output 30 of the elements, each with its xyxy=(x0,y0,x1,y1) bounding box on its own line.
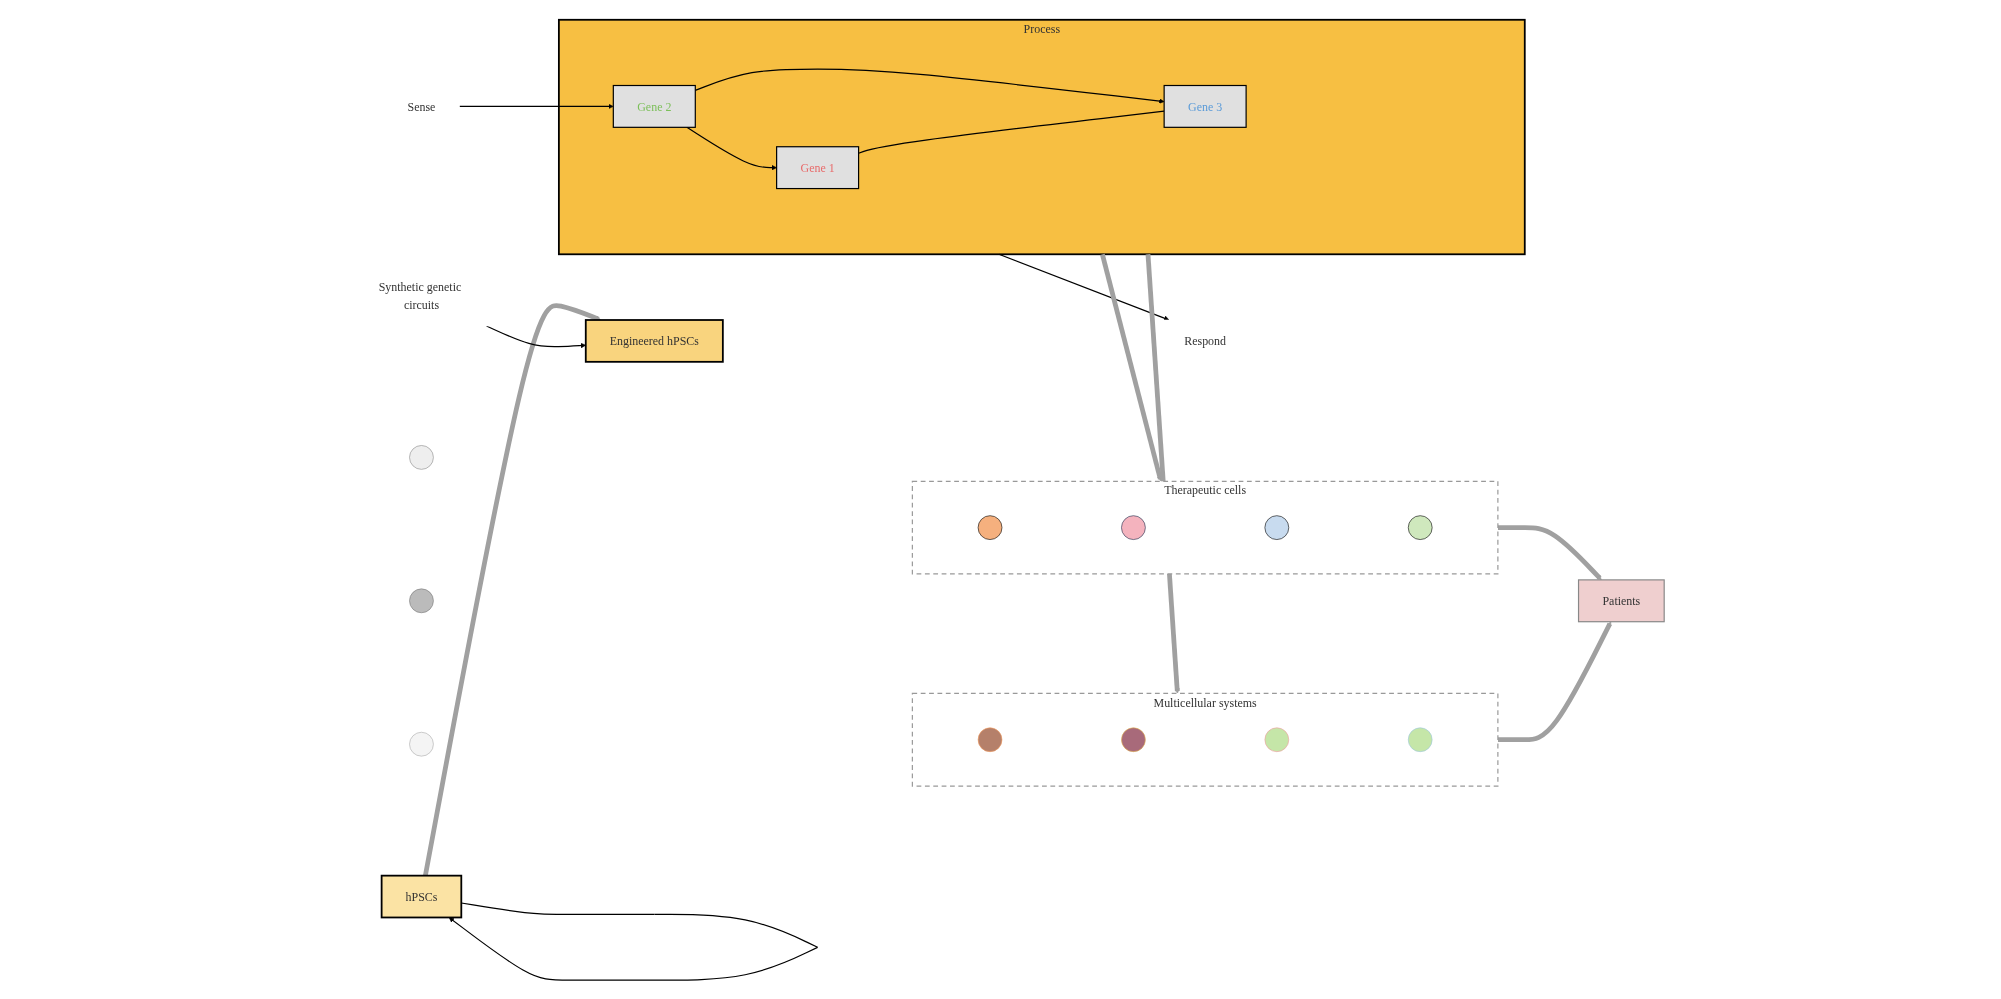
node-box: Gene 3 xyxy=(1163,84,1247,128)
node-box: Engineered hPSCs xyxy=(584,318,724,363)
node-circle xyxy=(977,514,1002,540)
node-box: Patients xyxy=(1577,578,1665,622)
node-box: Gene 1 xyxy=(775,145,859,189)
arrow xyxy=(1497,620,1612,742)
node-text: Sense xyxy=(407,99,435,113)
node-circle xyxy=(408,444,434,470)
node-text: Synthetic genetic circuits xyxy=(378,280,461,312)
cluster: Multicellular systems xyxy=(911,692,1498,787)
arrow xyxy=(1497,524,1602,580)
node-text: Respond xyxy=(1183,333,1226,347)
node-circle xyxy=(1407,727,1432,752)
node-circle xyxy=(1407,514,1432,540)
arrow xyxy=(694,67,1164,104)
arrow xyxy=(422,302,601,876)
node-circle xyxy=(977,727,1002,752)
arrow xyxy=(997,253,1169,321)
node-circle xyxy=(408,588,434,613)
node-circle xyxy=(1264,514,1289,540)
arrow xyxy=(485,324,586,348)
node-circle xyxy=(1264,727,1289,752)
node-circle xyxy=(1120,727,1146,752)
cluster: Therapeutic cells xyxy=(911,480,1498,575)
arrow xyxy=(685,126,777,170)
node-circle xyxy=(1120,514,1146,540)
node-box: Gene 2 xyxy=(612,84,696,128)
node-box: hPSCs xyxy=(380,874,462,918)
arrow xyxy=(1099,253,1163,482)
node-circle xyxy=(408,731,434,756)
